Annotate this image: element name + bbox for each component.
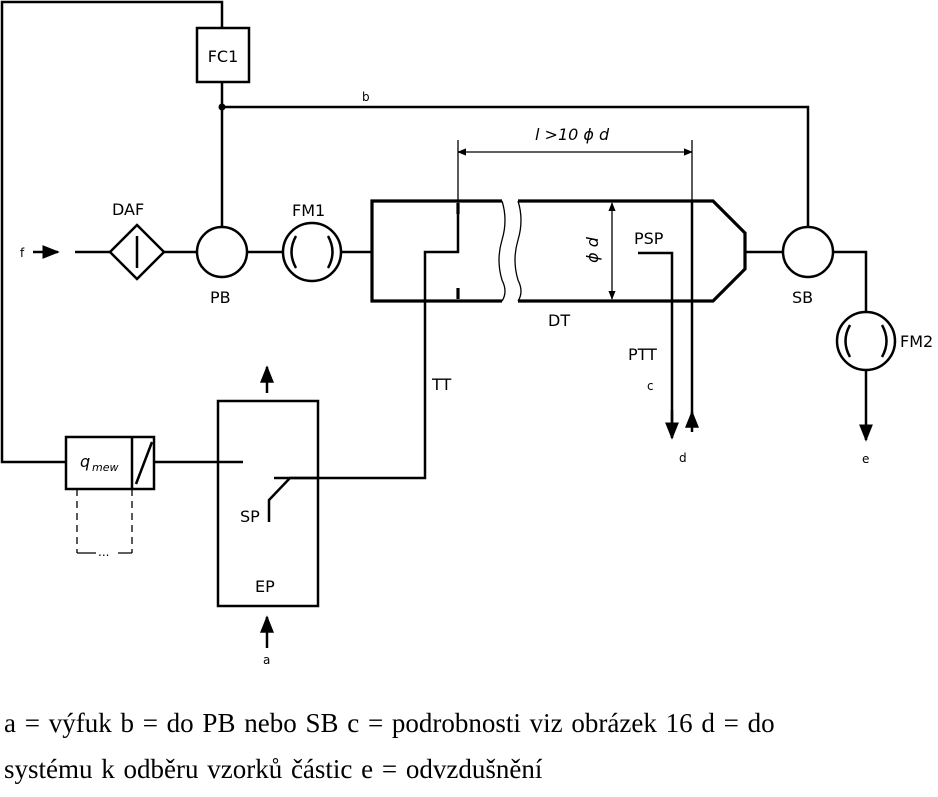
ep-exhaust-pipe bbox=[216, 399, 320, 608]
dt-label: DT bbox=[548, 311, 570, 330]
f-label: f bbox=[20, 246, 25, 260]
fc1-label: FC1 bbox=[208, 47, 239, 66]
a-label: a bbox=[263, 653, 270, 667]
fm2-arc-right bbox=[880, 324, 888, 358]
psp-probe bbox=[638, 251, 674, 425]
qmew-slash bbox=[134, 441, 154, 485]
b-label: b bbox=[362, 90, 370, 104]
c-label: c bbox=[647, 379, 654, 393]
length-label: l >10 ϕ d bbox=[535, 125, 610, 144]
legend-line-2: systému k odběru vzorků částic e = odvzd… bbox=[4, 754, 543, 784]
daf-filter bbox=[108, 223, 166, 281]
pb-pump bbox=[195, 225, 249, 279]
line-sb-fm2 bbox=[833, 250, 868, 312]
line-b bbox=[222, 105, 810, 228]
ep-label: EP bbox=[255, 577, 275, 596]
tt-transfer-tube bbox=[274, 214, 460, 480]
sp-probe bbox=[267, 476, 318, 522]
dt-tunnel-left bbox=[370, 199, 502, 303]
sb-label: SB bbox=[792, 288, 813, 307]
dt-break-right bbox=[514, 200, 522, 302]
phi-d-label: ϕ d bbox=[583, 236, 602, 263]
fm2-arc-left bbox=[844, 324, 852, 358]
fm1-arc-left bbox=[290, 235, 298, 269]
e-label: e bbox=[862, 452, 869, 466]
fm2-label: FM2 bbox=[900, 332, 933, 351]
legend-caption: a = výfuk b = do PB nebo SB c = podrobno… bbox=[4, 700, 934, 792]
dt-tunnel-right bbox=[518, 199, 747, 303]
sp-label: SP bbox=[240, 507, 260, 526]
pb-label: PB bbox=[210, 288, 231, 307]
sb-pump bbox=[781, 225, 835, 279]
dt-break-left bbox=[498, 200, 506, 302]
legend-line-1: a = výfuk b = do PB nebo SB c = podrobno… bbox=[4, 708, 775, 738]
tt-label: TT bbox=[431, 375, 451, 394]
control-line-qmew-fc1 bbox=[0, 0, 224, 464]
ptt-label: PTT bbox=[628, 345, 657, 364]
d-label: d bbox=[679, 451, 687, 465]
dilution-system-diagram: FC1 b l >10 ϕ d f DAF PB FM1 DT ϕ d PSP … bbox=[0, 0, 933, 667]
qmew-dots: ... bbox=[98, 545, 109, 559]
fm1-arc-right bbox=[326, 235, 334, 269]
daf-label: DAF bbox=[112, 200, 144, 219]
qmew-label: q bbox=[80, 452, 90, 471]
qmew-sub-label: mew bbox=[92, 461, 118, 474]
psp-label: PSP bbox=[634, 229, 664, 248]
fm1-label: FM1 bbox=[292, 201, 325, 220]
